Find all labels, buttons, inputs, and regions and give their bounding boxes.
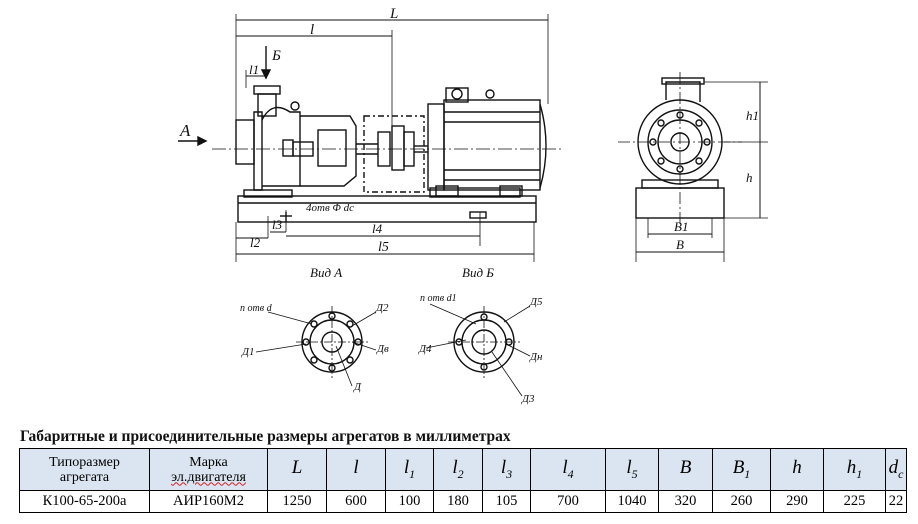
header-type: Типоразмер агрегата — [19, 448, 150, 491]
cell-motor: АИР160М2 — [149, 490, 268, 513]
technical-drawing: L l l1 Б A 4отв Φ dc l3 l2 l4 l5 h1 h B1… — [178, 6, 768, 405]
cell-dc: 22 — [885, 490, 907, 513]
header-h: h — [770, 448, 824, 491]
flange-a-d1-label: Д1 — [241, 346, 255, 358]
suction-flange — [235, 119, 255, 165]
flange-b-d4-label: Д4 — [418, 343, 432, 355]
header-l3: l3 — [482, 448, 531, 491]
flange-b-dn-label: Дн — [529, 351, 543, 363]
dim-b-label: B — [676, 237, 684, 252]
view-a-title: Вид А — [310, 265, 342, 280]
dim-h1-label: h1 — [746, 108, 759, 123]
header-l: l — [326, 448, 386, 491]
coupling-guard — [363, 115, 425, 193]
header-B1: B1 — [712, 448, 771, 491]
cell-l5: 1040 — [605, 490, 659, 513]
header-dc: dc — [885, 448, 907, 491]
dimensions-table: Типоразмер агрегата Марка эл.двигателя L… — [19, 448, 907, 513]
dim-l2-label: l2 — [250, 235, 261, 250]
header-type-line2: агрегата — [59, 469, 110, 485]
cell-h: 290 — [770, 490, 824, 513]
holes-label: 4отв Φ dc — [306, 202, 354, 214]
view-a-arrow-label: A — [179, 121, 191, 140]
cell-B1: 260 — [712, 490, 771, 513]
header-h1: h1 — [823, 448, 886, 491]
motor-flange — [427, 103, 445, 191]
header-motor-line2: эл.двигателя — [171, 469, 246, 485]
motor-body — [443, 99, 541, 191]
cell-l: 600 — [326, 490, 386, 513]
flange-b-holes-label: п отв d1 — [420, 293, 457, 304]
cell-l3: 105 — [482, 490, 531, 513]
dim-l-label: l — [310, 22, 314, 38]
dim-l5-label: l5 — [378, 240, 389, 255]
flange-a-d-label: Д — [353, 381, 362, 393]
base-frame — [237, 195, 537, 223]
table-header-row: Типоразмер агрегата Марка эл.двигателя L… — [19, 448, 907, 491]
cell-L: 1250 — [267, 490, 327, 513]
header-l2: l2 — [433, 448, 483, 491]
header-B: B — [658, 448, 713, 491]
header-type-line1: Типоразмер — [49, 454, 120, 470]
header-l1: l1 — [385, 448, 434, 491]
flange-b-d5-label: Д5 — [529, 296, 543, 308]
dim-l3-label: l3 — [272, 217, 283, 232]
cell-l4: 700 — [530, 490, 606, 513]
flange-a-dv-label: Дв — [376, 343, 389, 355]
terminal-box — [445, 87, 469, 103]
cell-h1: 225 — [823, 490, 886, 513]
dim-L-label: L — [389, 6, 398, 22]
discharge-flange — [253, 85, 281, 95]
dim-h-label: h — [746, 170, 753, 185]
dim-l4-label: l4 — [372, 221, 383, 236]
cell-type: К100-65-200а — [19, 490, 150, 513]
header-l4: l4 — [530, 448, 606, 491]
dim-b1-label: B1 — [674, 219, 688, 234]
dim-l1-label: l1 — [249, 62, 259, 77]
view-b-title: Вид Б — [462, 265, 494, 280]
header-motor: Марка эл.двигателя — [149, 448, 268, 491]
header-motor-line1: Марка — [189, 454, 228, 470]
flange-a-d2-label: Д2 — [375, 302, 389, 314]
cell-l1: 100 — [385, 490, 434, 513]
cell-l2: 180 — [433, 490, 483, 513]
header-L: L — [267, 448, 327, 491]
flange-b-d3-label: Д3 — [521, 393, 535, 405]
table-caption: Габаритные и присоединительные размеры а… — [20, 428, 511, 445]
cell-B: 320 — [658, 490, 713, 513]
flange-a-holes-label: п отв d — [240, 303, 273, 314]
header-l5: l5 — [605, 448, 659, 491]
table-row: К100-65-200а АИР160М2 1250 600 100 180 1… — [19, 490, 907, 513]
pump-unit-drawing: L l l1 Б A 4отв Φ dc l3 l2 l4 l5 h1 h B1… — [178, 6, 768, 405]
view-b-arrow-label: Б — [271, 48, 281, 64]
